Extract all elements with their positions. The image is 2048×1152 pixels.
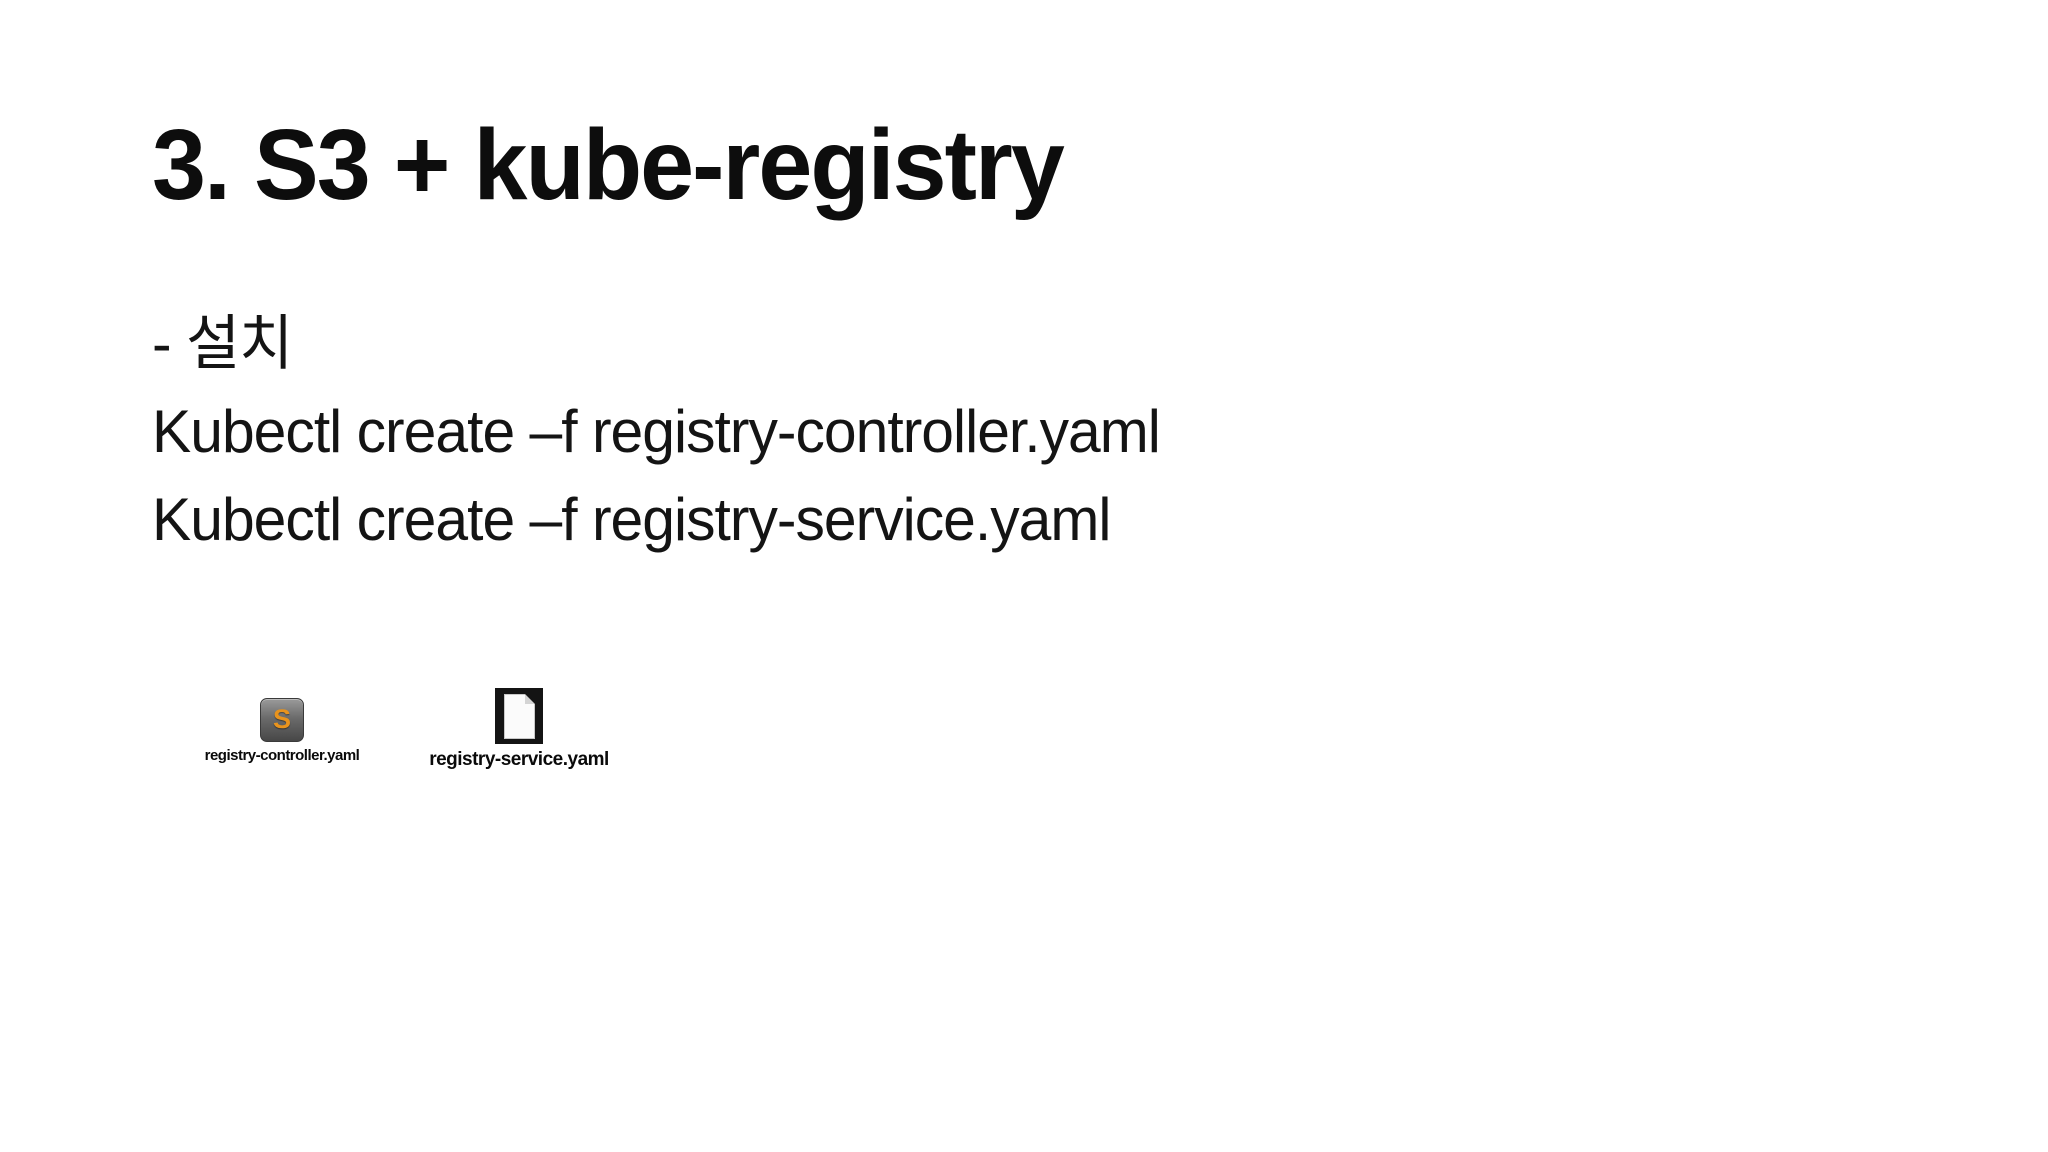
slide-body-text: - 설치 Kubectl create –f registry-controll… <box>152 300 1161 564</box>
sublime-s-glyph: S <box>272 703 291 734</box>
sublime-text-file-icon[interactable]: S <box>260 698 304 742</box>
yaml-document-file-icon[interactable] <box>495 688 543 744</box>
file-label: registry-service.yaml <box>429 749 609 770</box>
kubectl-create-controller-line: Kubectl create –f registry-controller.ya… <box>152 398 1161 465</box>
embedded-file-registry-service[interactable]: registry-service.yaml <box>424 688 614 771</box>
install-heading-line: - 설치 <box>152 310 293 377</box>
file-label: registry-controller.yaml <box>204 747 360 764</box>
slide-title: 3. S3 + kube-registry <box>152 109 1065 221</box>
document-page-shape <box>503 693 535 739</box>
page-fold-corner <box>524 693 535 704</box>
embedded-file-registry-controller[interactable]: S registry-controller.yaml <box>198 698 366 764</box>
kubectl-create-service-line: Kubectl create –f registry-service.yaml <box>152 486 1111 553</box>
